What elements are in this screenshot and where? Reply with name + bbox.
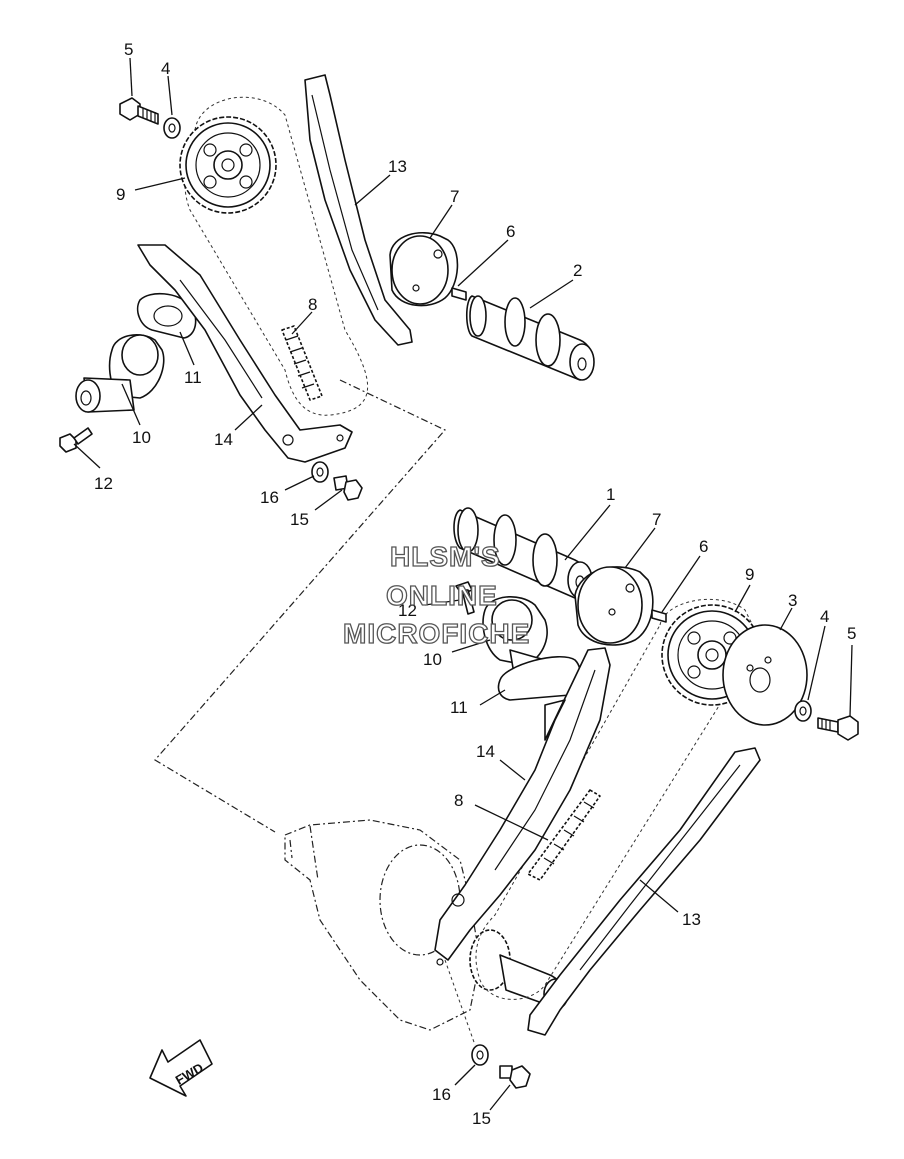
- callout-bot-5: 5: [847, 624, 856, 643]
- top-cam-plate-7: [389, 232, 459, 307]
- top-cam-chain-8: [281, 325, 323, 401]
- callout-bot-6: 6: [699, 537, 708, 556]
- bottom-pin-6: [651, 609, 667, 623]
- callout-bot-10: 10: [423, 650, 442, 669]
- top-bolt-5: [119, 97, 159, 125]
- top-assembly: [59, 74, 595, 501]
- watermark: HLSM'S ONLINE MICROFICHE: [342, 540, 530, 649]
- callout-bot-13: 13: [682, 910, 701, 929]
- bottom-bolt-15: [499, 1065, 531, 1089]
- bottom-tensioner-guide-14: [434, 647, 611, 961]
- callout-top-6: 6: [506, 222, 515, 241]
- callout-top-10: 10: [132, 428, 151, 447]
- top-washer-4: [163, 117, 181, 139]
- bottom-bolt-5: [817, 715, 859, 741]
- callout-top-9: 9: [116, 185, 125, 204]
- callout-top-12: 12: [94, 474, 113, 493]
- top-tensioner-gasket-11: [136, 292, 197, 339]
- watermark-line-1: HLSM'S: [390, 541, 501, 572]
- top-washer-16: [311, 461, 329, 483]
- top-cam-sprocket-9: [179, 116, 277, 214]
- camshaft-2: [465, 295, 595, 381]
- assembly-connection-line: [154, 379, 446, 833]
- callout-bot-14: 14: [476, 742, 495, 761]
- bottom-chain-guide-13: [527, 747, 761, 1036]
- leader-lines: [73, 57, 853, 1111]
- callout-top-5: 5: [124, 40, 133, 59]
- top-pin-6: [451, 287, 467, 301]
- callout-bot-11: 11: [450, 698, 468, 717]
- watermark-line-3: MICROFICHE: [343, 618, 530, 649]
- callout-top-13: 13: [388, 157, 407, 176]
- callout-bot-12: 12: [398, 601, 417, 620]
- callout-bot-3: 3: [788, 591, 797, 610]
- callout-top-15: 15: [290, 510, 309, 529]
- callout-bot-9: 9: [745, 565, 754, 584]
- callout-top-7: 7: [450, 187, 459, 206]
- callout-labels: 5 4 9 13 7 6 2 8 11 10 14 12 16 15 1 7 6…: [94, 40, 856, 1128]
- callout-bot-15: 15: [472, 1109, 491, 1128]
- bottom-cam-chain-loop: [475, 598, 761, 1000]
- bottom-cam-plate-7: [574, 566, 654, 646]
- callout-top-14: 14: [214, 430, 233, 449]
- bottom-assembly: [284, 507, 859, 1089]
- callout-top-11: 11: [184, 368, 202, 387]
- callout-bot-4: 4: [820, 607, 829, 626]
- forward-direction-arrow: FWD: [149, 1039, 213, 1097]
- top-chain-tensioner-10: [75, 334, 165, 413]
- callout-top-4: 4: [161, 59, 170, 78]
- callout-bot-1: 1: [606, 485, 615, 504]
- bottom-cam-chain-8: [527, 789, 601, 881]
- bottom-washer-16: [471, 1044, 489, 1066]
- callout-bot-8: 8: [454, 791, 463, 810]
- top-bolt-12: [59, 427, 93, 453]
- top-bolt-15: [333, 475, 363, 501]
- top-cam-chain-loop: [184, 96, 368, 416]
- callout-top-16: 16: [260, 488, 279, 507]
- top-tensioner-guide-14: [137, 244, 353, 463]
- callout-top-2: 2: [573, 261, 582, 280]
- bottom-bolt-12: [455, 581, 475, 615]
- plate-3: [722, 624, 808, 726]
- watermark-line-2: ONLINE: [386, 580, 498, 611]
- bottom-washer-4: [794, 700, 812, 722]
- callout-bot-7: 7: [652, 510, 661, 529]
- callout-bot-16: 16: [432, 1085, 451, 1104]
- callout-top-8: 8: [308, 295, 317, 314]
- camshaft-1: [453, 507, 593, 599]
- top-chain-guide-13: [304, 74, 413, 346]
